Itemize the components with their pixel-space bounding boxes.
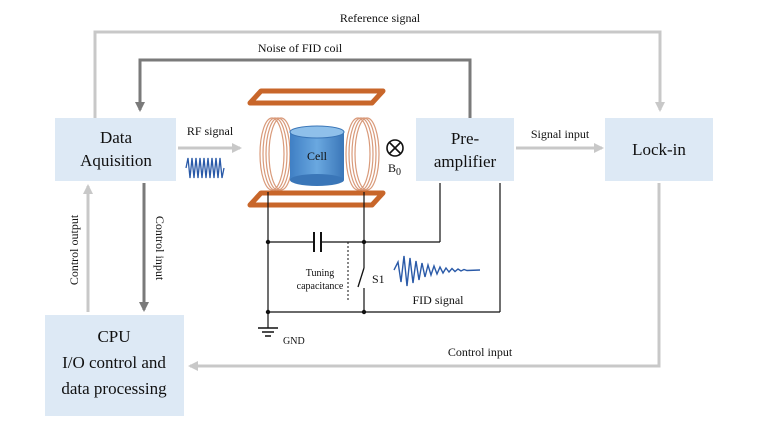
gnd-label: GND bbox=[283, 336, 305, 347]
rf-signal-label: RF signal bbox=[187, 124, 234, 138]
fid-signal-label: FID signal bbox=[413, 293, 465, 307]
data-acquisition-line-1: Data bbox=[100, 128, 133, 147]
rf-wave-icon bbox=[185, 157, 225, 179]
fid-signal-wave-icon bbox=[393, 255, 481, 287]
tuning-label-line-2: capacitance bbox=[297, 281, 344, 292]
cell-cylinder: Cell bbox=[289, 125, 345, 186]
ground-icon bbox=[258, 327, 278, 337]
cpu-line-3: data processing bbox=[61, 379, 167, 398]
b0-label: B0 bbox=[388, 161, 401, 178]
control-input-bottom-arrow bbox=[188, 183, 661, 371]
signal-input-label: Signal input bbox=[531, 127, 590, 141]
s1-label: S1 bbox=[372, 272, 385, 286]
preamplifier-line-1: Pre- bbox=[451, 129, 480, 148]
reference-signal-label: Reference signal bbox=[340, 11, 421, 25]
noise-fid-coil-arrow bbox=[135, 58, 472, 118]
tuning-capacitor-icon bbox=[313, 232, 322, 252]
right-coil bbox=[345, 117, 380, 191]
preamplifier-line-2: amplifier bbox=[434, 152, 497, 171]
cell-label: Cell bbox=[307, 149, 328, 163]
lock-in-label: Lock-in bbox=[632, 140, 686, 159]
data-acquisition-line-2: Aquisition bbox=[80, 151, 152, 170]
circuit-wires bbox=[267, 183, 501, 328]
switch-s1-icon bbox=[357, 267, 365, 288]
reference-signal-arrow bbox=[93, 30, 665, 118]
lock-in-block: Lock-in bbox=[605, 118, 713, 181]
control-input-bottom-label: Control input bbox=[448, 345, 513, 359]
noise-fid-coil-label: Noise of FID coil bbox=[258, 41, 343, 55]
control-output-label: Control output bbox=[67, 214, 81, 285]
control-input-vertical-label: Control input bbox=[153, 216, 167, 281]
cpu-block: CPU I/O control and data processing bbox=[45, 315, 184, 416]
magnet-top-plate bbox=[247, 88, 386, 106]
tuning-label-line-1: Tuning bbox=[306, 268, 335, 279]
junction-dots bbox=[265, 239, 367, 315]
cpu-line-2: I/O control and bbox=[62, 353, 166, 372]
cpu-line-1: CPU bbox=[97, 327, 130, 346]
left-coil bbox=[259, 117, 294, 191]
preamplifier-block: Pre- amplifier bbox=[416, 118, 514, 181]
b0-field-icon bbox=[386, 139, 404, 157]
magnet-bottom-plate bbox=[247, 190, 386, 208]
data-acquisition-block: Data Aquisition bbox=[55, 118, 176, 181]
